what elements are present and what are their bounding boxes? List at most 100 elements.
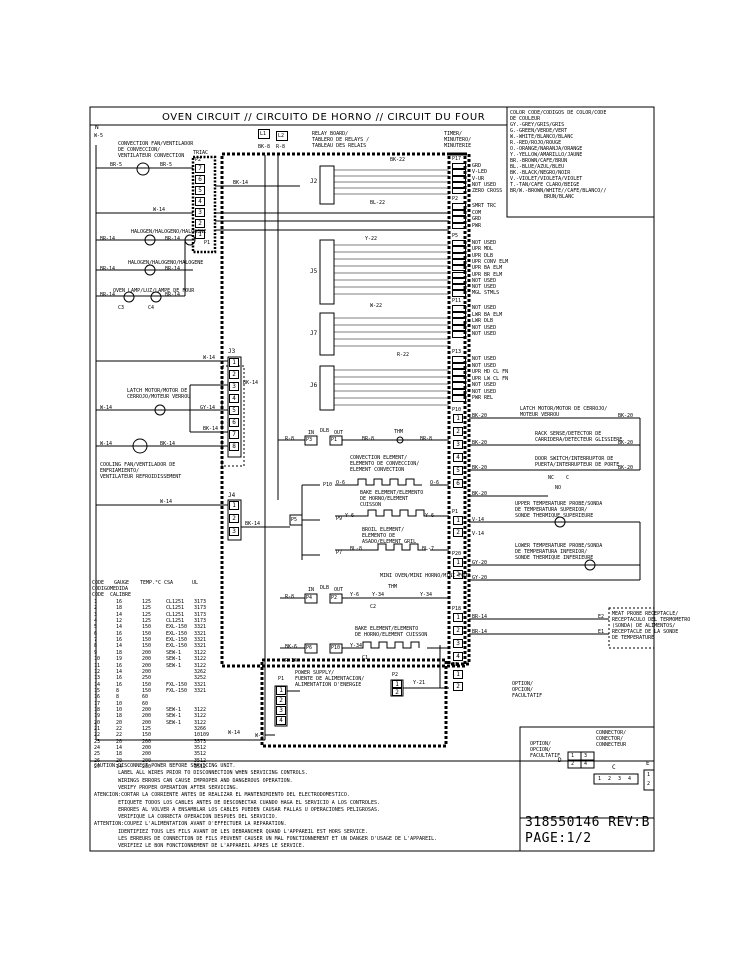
timer-pin-number: 3: [453, 639, 463, 648]
r8-elem-label: R-8: [285, 436, 295, 442]
caution-line: VERIFY PROPER OPERATION AFTER SERVICING.: [94, 784, 239, 791]
gauge-cell: 16: [116, 681, 123, 688]
relay-board-label: RELAY BOARD/TABLERO DE RELAYS /TABLEAU D…: [312, 131, 370, 149]
p10-mini-label: P10: [331, 645, 341, 651]
gauge-cell: 19: [116, 656, 123, 663]
gauge-cell: 5: [94, 624, 98, 631]
gauge-cell: 150: [142, 637, 152, 644]
timer-pin-box: [452, 222, 466, 229]
gauge-cell: 6: [94, 630, 98, 637]
gy20-a: GY-20: [472, 560, 488, 566]
timer-pin-label: GRD: [472, 163, 482, 169]
gauge-cell: 18: [116, 713, 123, 720]
timer-pin-box: [452, 216, 466, 223]
timer-pin-label: GRD: [472, 216, 482, 222]
e1-label: E1: [598, 629, 605, 635]
p6-label: P6: [306, 645, 313, 651]
gauge-cell: 200: [142, 713, 152, 720]
color-code-item: GY.-GREY/GRIS/GRIS: [510, 122, 565, 128]
gauge-cell: 15: [94, 687, 101, 694]
color-code-item: BRUN/BLANC: [544, 194, 575, 200]
gauge-cell: 150: [142, 643, 152, 650]
gauge-cell: 10: [116, 706, 123, 713]
gauge-cell: 3321: [194, 624, 207, 631]
gauge-cell: 3122: [194, 656, 207, 663]
gy20-b: GY-20: [472, 575, 488, 581]
gauge-cell: 23: [94, 738, 101, 745]
timer-group-label: P18: [452, 606, 462, 612]
bk14-j3-b: BK-14: [203, 426, 219, 432]
gauge-cell: 3321: [194, 687, 207, 694]
timer-pin-number: 1: [453, 613, 463, 622]
timer-pin-box: [452, 252, 466, 259]
gauge-cell: 17: [94, 700, 101, 707]
gauge-cell: 125: [142, 726, 152, 732]
halogen-2-label: HALOGEN/HALOGENO/HALOGENE: [128, 260, 204, 266]
y6-b-label: Y-6: [425, 513, 435, 519]
out-label-2: OUT: [334, 587, 344, 593]
p1-dlb-label: P1: [331, 437, 338, 443]
j4-label: J4: [228, 492, 236, 499]
w5-top-label: W-5: [94, 133, 104, 139]
gauge-cell: 16: [116, 637, 123, 644]
gauge-cell: SEW-1: [166, 656, 182, 663]
color-code-item: BR.-BROWN/CAFE/BRUN: [510, 158, 568, 164]
gauge-cell: SEW-1: [166, 662, 182, 669]
c2-label: C2: [370, 604, 377, 610]
y34-c-label: Y-34: [350, 643, 363, 649]
gauge-cell: 150: [142, 624, 152, 631]
gauge-cell: 3262: [194, 668, 207, 675]
gauge-cell: 22: [116, 726, 123, 732]
p2-pin: 3: [195, 208, 205, 217]
gauge-cell: 200: [142, 668, 152, 675]
halogen-1-label: HALOGEN/HALOGENO/HALOGENE: [131, 229, 207, 235]
p10-elem-label: P10: [323, 482, 333, 488]
timer-group-label: P5: [452, 233, 459, 239]
j7-label: J7: [310, 330, 318, 337]
gauge-header: CSA: [164, 580, 174, 586]
j4-pin: 2: [229, 514, 239, 523]
gauge-cell: 20: [116, 757, 123, 764]
bl22-label: BL-22: [370, 200, 386, 206]
gauge-cell: 16: [116, 630, 123, 637]
timer-pin-box: [452, 169, 466, 176]
j3-pin: 1: [229, 358, 239, 367]
dlb-label-1: DLB: [320, 428, 330, 434]
color-code-item: Y.-YELLOW/AMARILLO/JAUNE: [510, 152, 583, 158]
gauge-cell: 18: [116, 605, 123, 612]
gauge-cell: 3512: [194, 745, 207, 752]
nc-label: NC: [548, 475, 555, 481]
br14-d-label: BR-14: [165, 266, 181, 272]
gauge-cell: 200: [142, 656, 152, 663]
color-code-item: BL.-BLUE/AZUL/BLEU: [510, 164, 565, 170]
convection-element-label: CONVECTION ELEMENT/ELEMENTO DE CONVECCIO…: [350, 455, 420, 473]
gauge-cell: 150: [142, 630, 152, 637]
gauge-cell: 14: [116, 668, 123, 675]
thm-label-1: THM: [394, 429, 404, 435]
p2-pin: 7: [195, 164, 205, 173]
gauge-cell: 3173: [194, 611, 207, 618]
conv-fan-wire-right: BR-5: [160, 162, 173, 168]
e-connector-label: E: [646, 760, 650, 767]
conv-fan-wire-left: BR-5: [110, 162, 123, 168]
in-label-2: IN: [308, 587, 315, 593]
w14-ps-label: W-14: [228, 730, 241, 736]
timer-pin-box: [452, 175, 466, 182]
option-right-label: OPTION/OPCION/FACULTATIF: [512, 681, 543, 699]
timer-pin-label: NOT USED: [472, 324, 497, 331]
timer-pin-box: [452, 318, 466, 325]
gauge-cell: EXL-150: [166, 624, 188, 631]
gauge-cell: 200: [142, 738, 152, 745]
gauge-cell: EXL-150: [166, 637, 188, 644]
color-code-item: O.-ORANGE/NARANJA/ORANGE: [510, 146, 583, 152]
br14-e-label: BR-14: [100, 292, 116, 298]
gauge-cell: 8: [94, 643, 98, 650]
br14-c-label: BR-14: [100, 266, 116, 272]
gauge-cell: 18: [94, 706, 101, 713]
gauge-header: TEMP.°C: [140, 580, 162, 586]
j3-pin: 3: [229, 382, 239, 391]
timer-pin-label: PWR: [472, 222, 482, 229]
gauge-cell: 8: [116, 687, 120, 694]
gauge-cell: 60: [142, 694, 149, 701]
